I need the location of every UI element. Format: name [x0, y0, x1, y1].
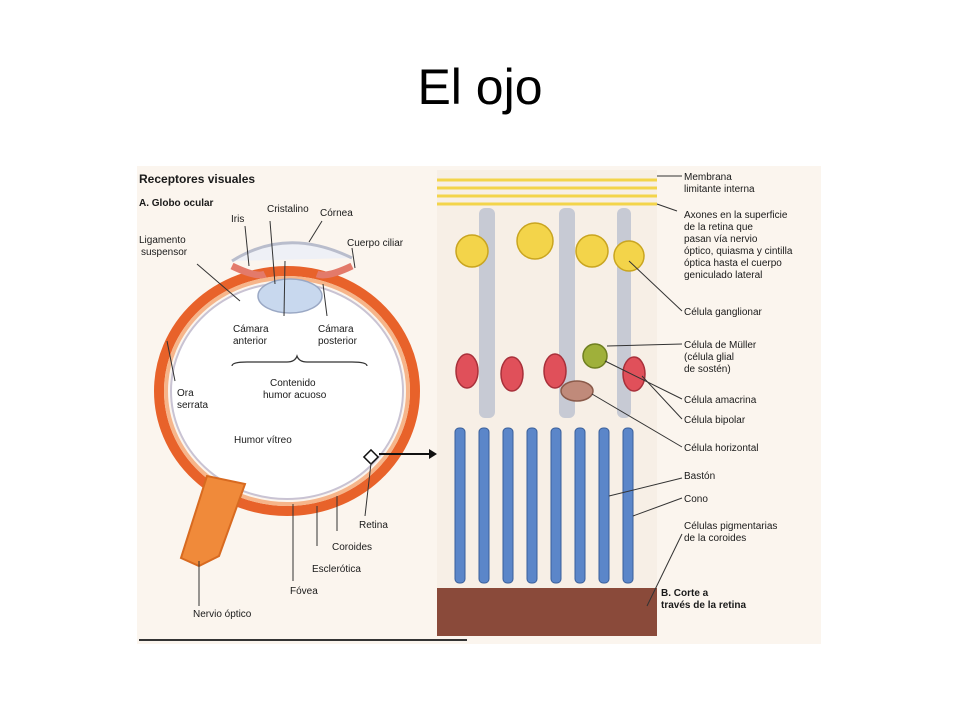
label-cono: Cono [684, 494, 708, 505]
ganglion-cells [455, 222, 645, 272]
iris-left [230, 262, 267, 279]
retina-panel: Membrana limitante interna Axones en la … [437, 170, 793, 636]
label-muller-2: (célula glial [684, 352, 734, 363]
zoom-arrow-head [429, 449, 437, 459]
label-camara-posterior-1: Cámara [318, 324, 354, 335]
label-muller-3: de sostén) [684, 364, 731, 375]
iris-right [315, 262, 354, 279]
label-coroides: Coroides [332, 542, 372, 553]
retina-leader-lines [591, 175, 683, 607]
label-axones-6: geniculado lateral [684, 270, 762, 281]
label-ora-2: serrata [177, 400, 209, 411]
optic-nerve-shape [179, 474, 247, 568]
bipolar-cells [455, 353, 646, 392]
sclera-ring [154, 266, 420, 516]
eye-leader-lines [166, 220, 372, 606]
label-pigment-2: de la coroides [684, 533, 746, 544]
label-nervio-optico: Nervio óptico [193, 609, 252, 620]
label-camara-anterior-1: Cámara [233, 324, 269, 335]
label-axones-5: óptica hasta el cuerpo [684, 258, 782, 269]
label-humor-vitreo: Humor vítreo [234, 435, 292, 446]
label-ora-1: Ora [177, 388, 194, 399]
retina-detail-box [362, 448, 380, 466]
eye-anatomy-figure: Receptores visuales A. Globo ocular Iris… [137, 166, 821, 644]
rods-and-cones [454, 427, 634, 584]
label-bipolar: Célula bipolar [684, 415, 746, 426]
eyeball-panel: Receptores visuales A. Globo ocular Iris… [139, 172, 467, 641]
label-cristalino: Cristalino [267, 204, 309, 215]
label-horizontal: Célula horizontal [684, 443, 759, 454]
cornea-shape [231, 241, 353, 263]
panel-b-label-1: B. Corte a [661, 588, 709, 599]
panel-a-label: A. Globo ocular [139, 198, 214, 209]
lens-shape [257, 278, 323, 314]
label-camara-posterior-2: posterior [318, 336, 358, 347]
figure-heading: Receptores visuales [139, 172, 255, 186]
label-camara-anterior-2: anterior [233, 336, 268, 347]
label-axones-3: pasan vía nervio [684, 234, 758, 245]
brace-humor [231, 354, 368, 367]
label-retina: Retina [359, 520, 388, 531]
label-esclerotica: Esclerótica [312, 564, 361, 575]
label-contenido-2: humor acuoso [263, 390, 327, 401]
label-contenido-1: Contenido [270, 378, 316, 389]
axon-fibers [437, 178, 657, 206]
amacrine-cell [582, 343, 608, 369]
horizontal-cell [560, 380, 594, 402]
label-amacrina: Célula amacrina [684, 395, 757, 406]
label-axones-4: óptico, quiasma y cintilla [684, 246, 793, 257]
label-axones-1: Axones en la superficie [684, 210, 788, 221]
label-cuerpo-ciliar: Cuerpo ciliar [347, 238, 404, 249]
pigment-epithelium [437, 588, 657, 636]
label-cornea: Córnea [320, 208, 353, 219]
label-baston: Bastón [684, 471, 715, 482]
label-ganglionar: Célula ganglionar [684, 307, 763, 318]
label-ligamento-2: suspensor [141, 247, 188, 258]
panel-b-label-2: través de la retina [661, 600, 746, 611]
label-membrana-1: Membrana [684, 172, 732, 183]
label-axones-2: de la retina que [684, 222, 753, 233]
label-ligamento-1: Ligamento [139, 235, 186, 246]
slide-title: El ojo [417, 59, 543, 115]
label-pigment-1: Células pigmentarias [684, 521, 777, 532]
label-muller-1: Célula de Müller [684, 340, 757, 351]
label-iris: Iris [231, 214, 244, 225]
label-membrana-2: limitante interna [684, 184, 755, 195]
choroid-ring [164, 276, 410, 506]
label-fovea: Fóvea [290, 586, 318, 597]
